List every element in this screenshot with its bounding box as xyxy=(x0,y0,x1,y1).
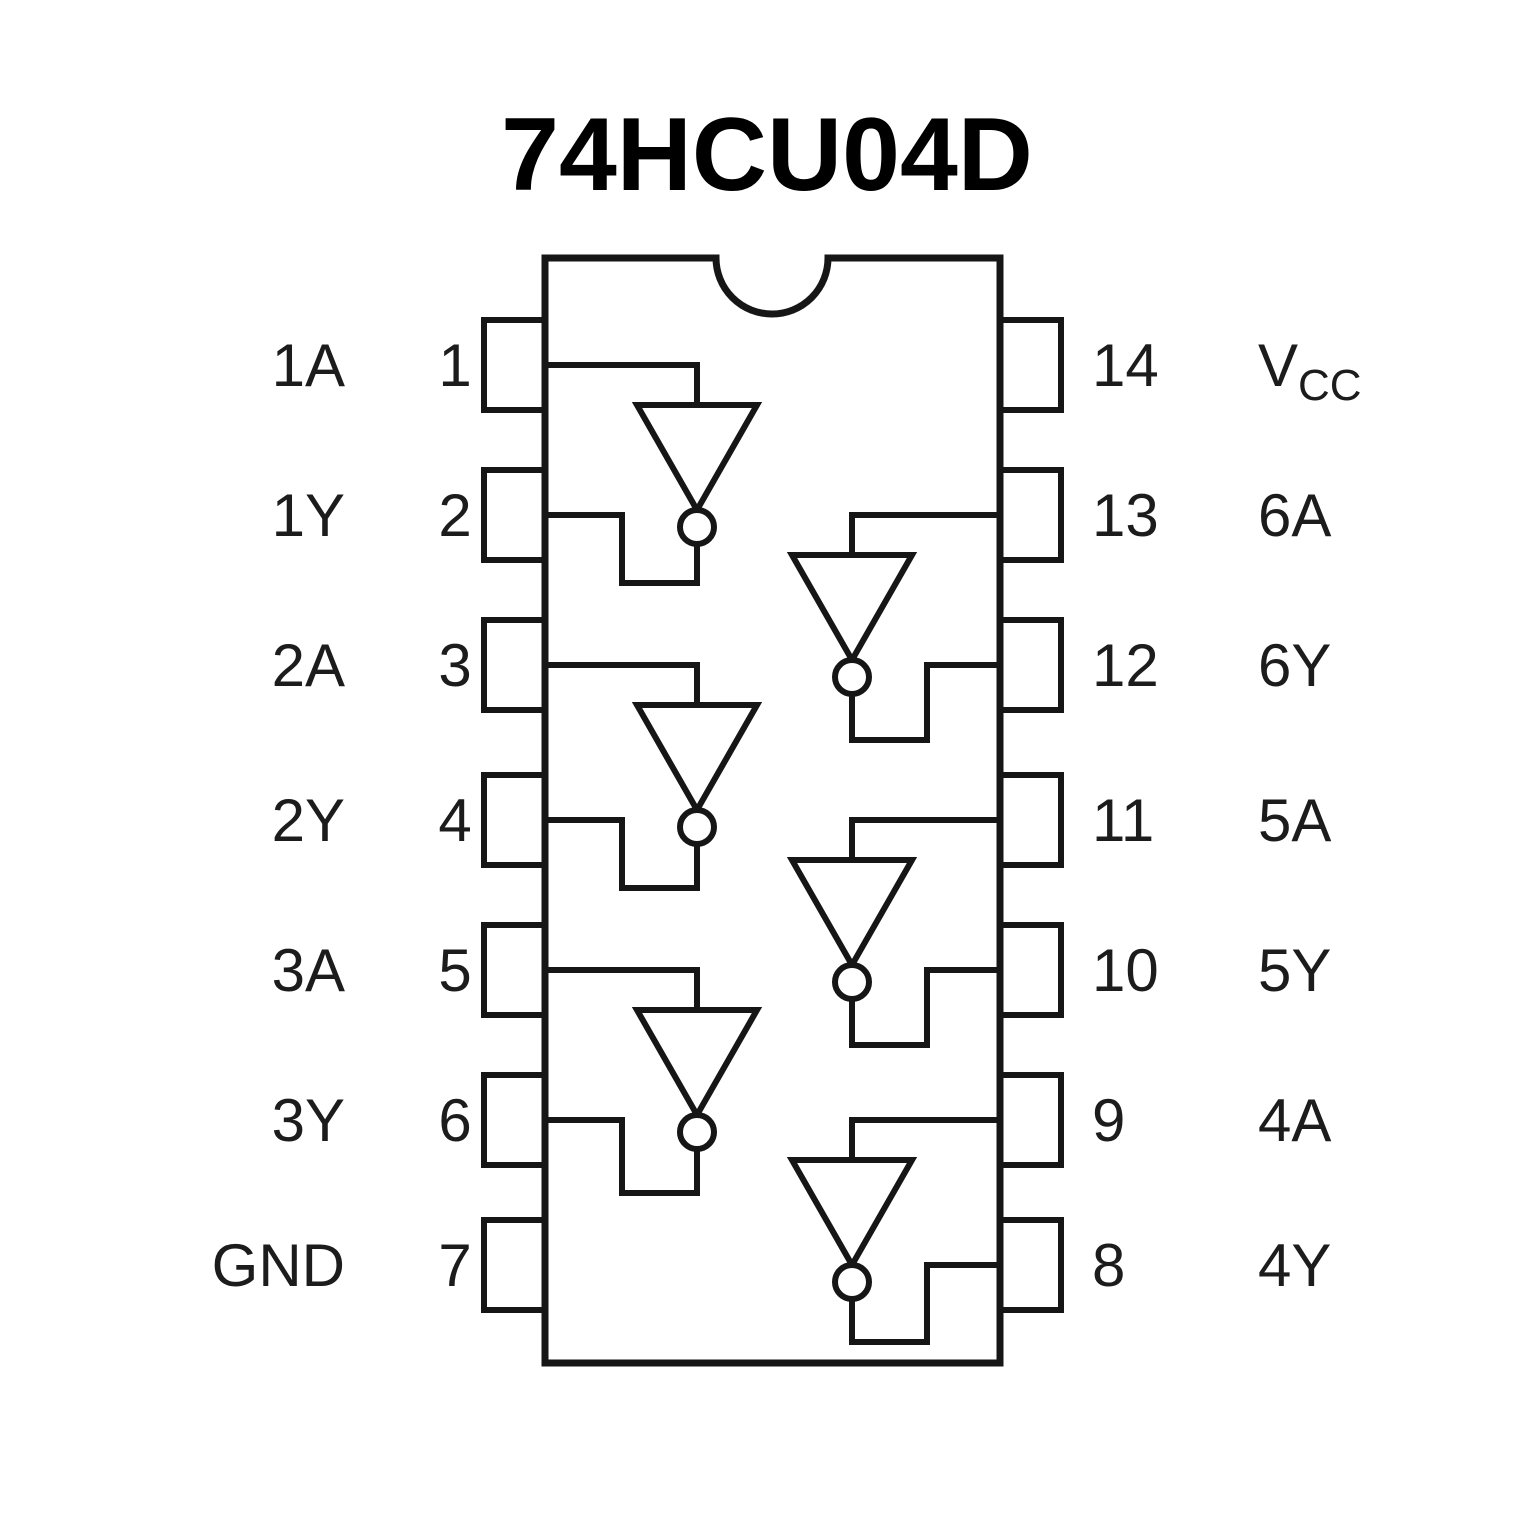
pin-11-label: 5A xyxy=(1258,787,1331,854)
inverter-2-output-wire xyxy=(545,817,700,891)
pin-2-pad xyxy=(481,467,548,563)
inverter-6-bubble xyxy=(832,657,872,697)
inverter-1-bubble xyxy=(677,507,717,547)
pin-5-pad xyxy=(481,922,548,1018)
pin-11-number: 11 xyxy=(1092,787,1154,854)
pin-8-number: 8 xyxy=(1092,1232,1125,1299)
inverter-6-triangle xyxy=(786,552,918,667)
pin-13-label: 6A xyxy=(1258,482,1331,549)
pin-9-number: 9 xyxy=(1092,1087,1125,1154)
inverter-5-input-wire xyxy=(849,817,1000,860)
pin-5-label: 3A xyxy=(272,937,345,1004)
pin-13-number: 13 xyxy=(1092,482,1159,549)
inverter-5-output-wire xyxy=(849,967,1000,1048)
pin-2-number: 2 xyxy=(438,482,471,549)
pin-1-label: 1A xyxy=(272,332,345,399)
inverter-6-input-wire xyxy=(849,512,1000,555)
pin-1-pad xyxy=(481,317,548,413)
pin-12-number: 12 xyxy=(1092,632,1159,699)
pin-14-number: 14 xyxy=(1092,332,1159,399)
pin-4-pad xyxy=(481,772,548,868)
pin-8-pad xyxy=(997,1217,1064,1313)
vcc-main: V xyxy=(1258,332,1298,399)
inverter-4-triangle xyxy=(786,1157,918,1272)
inverter-4-bubble xyxy=(832,1262,872,1302)
inverter-1 xyxy=(545,362,763,586)
inverter-2 xyxy=(545,662,763,891)
pin-10-pad xyxy=(997,922,1064,1018)
pin-5-number: 5 xyxy=(438,937,471,1004)
inverter-6 xyxy=(786,512,1000,743)
pin-12-label: 6Y xyxy=(1258,632,1331,699)
pin-3-number: 3 xyxy=(438,632,471,699)
pin-7-label: GND xyxy=(212,1232,345,1299)
pin-2-label: 1Y xyxy=(272,482,345,549)
pin-3-label: 2A xyxy=(272,632,345,699)
inverter-5-triangle xyxy=(786,857,918,972)
chip-title: 74HCU04D xyxy=(501,97,1033,213)
inverter-3-input-wire xyxy=(545,967,700,1010)
inverter-1-triangle xyxy=(631,402,763,517)
inverter-1-input-wire xyxy=(545,362,700,405)
inverter-1-output-wire xyxy=(545,512,700,586)
inverter-5-bubble xyxy=(832,962,872,1002)
inverter-6-output-wire xyxy=(849,662,1000,743)
pin-3-pad xyxy=(481,617,548,713)
pin-9-label: 4A xyxy=(1258,1087,1331,1154)
inverter-4 xyxy=(786,1117,1000,1345)
vcc-subscript: CC xyxy=(1298,361,1362,410)
inverter-3-triangle xyxy=(631,1007,763,1122)
pin-10-number: 10 xyxy=(1092,937,1159,1004)
pin-7-number: 7 xyxy=(438,1232,471,1299)
pin-8-label: 4Y xyxy=(1258,1232,1331,1299)
pin-11-pad xyxy=(997,772,1064,868)
pin-10-label: 5Y xyxy=(1258,937,1331,1004)
inverter-5 xyxy=(786,817,1000,1048)
pin-4-number: 4 xyxy=(438,787,471,854)
inverter-3-bubble xyxy=(677,1112,717,1152)
inverter-2-input-wire xyxy=(545,662,700,705)
pin-1-number: 1 xyxy=(438,332,471,399)
pin-6-pad xyxy=(481,1072,548,1168)
pin-4-label: 2Y xyxy=(272,787,345,854)
inverter-4-input-wire xyxy=(849,1117,1000,1160)
pin-13-pad xyxy=(997,467,1064,563)
pin-6-number: 6 xyxy=(438,1087,471,1154)
inverter-3 xyxy=(545,967,763,1196)
pin-12-pad xyxy=(997,617,1064,713)
pin-6-label: 3Y xyxy=(272,1087,345,1154)
pin-7-pad xyxy=(481,1217,548,1313)
pin-14-label: VCC xyxy=(1258,332,1362,410)
pin-9-pad xyxy=(997,1072,1064,1168)
pin-14-pad xyxy=(997,317,1064,413)
inverter-2-triangle xyxy=(631,702,763,817)
inverter-2-bubble xyxy=(677,807,717,847)
inverter-3-output-wire xyxy=(545,1117,700,1196)
inverter-4-output-wire xyxy=(849,1262,1000,1345)
ic-body xyxy=(541,254,1004,1367)
